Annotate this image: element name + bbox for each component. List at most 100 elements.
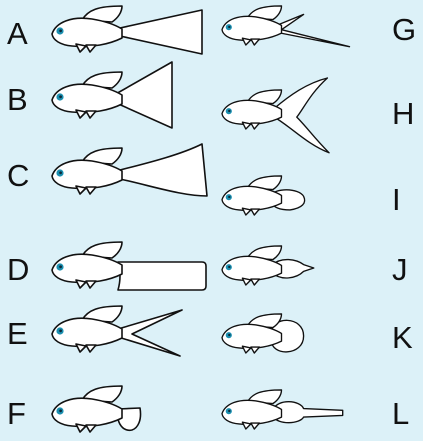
fish-label: H [392,96,414,131]
dorsal-fin [246,389,283,405]
guppy-spear [221,245,315,286]
dorsal-fin [81,241,123,259]
guppy-double-sword [51,305,183,357]
fish-body [221,255,283,281]
fish-label: C [7,158,29,193]
dorsal-fin [81,385,123,403]
guppy-round [221,313,305,354]
dorsal-fin [246,5,283,21]
fish-figure-l: L [221,389,409,431]
ventral-fin [75,109,87,119]
dorsal-fin [246,245,283,261]
pupil [59,329,62,333]
guppy-veil [51,241,207,291]
fish-body [221,323,283,349]
tail-fin-double-sword [117,309,183,357]
dorsal-fin [81,5,123,23]
anal-fin [250,278,261,286]
dorsal-fin [246,89,283,105]
guppy-top-sword [221,5,351,48]
fish-body [51,317,123,348]
fish-label: K [392,320,413,355]
fish-label: D [7,252,29,287]
anal-fin [85,186,97,195]
tail-fin-top-sword [275,13,351,48]
ventral-fin [241,207,252,216]
fish-figure-e: E [7,305,183,357]
fish-figure-g: G [221,5,416,48]
fish-label: A [7,16,28,51]
guppy-delta [51,5,203,55]
anal-fin [250,208,261,216]
fish-figure-d: D [7,241,207,291]
ventral-fin [241,121,252,130]
guppy-spade [221,175,306,216]
fish-body [221,399,283,425]
fish-figure-i: I [221,175,401,217]
tail-fin-veil [117,261,207,291]
fish-label: E [7,316,28,351]
anal-fin [85,44,97,53]
fish-figure-k: K [221,313,413,355]
pupil [228,25,231,29]
fish-body [221,99,283,125]
tail-fin-fan [119,143,208,197]
pupil [228,265,231,269]
ventral-fin [75,43,87,53]
fish-figure-c: C [7,143,208,197]
dorsal-fin [81,305,123,323]
anal-fin [85,424,97,433]
pupil [59,409,62,413]
fish-label: F [7,396,26,431]
fish-label: B [7,82,28,117]
dorsal-fin [246,313,283,329]
pupil [59,29,62,33]
fish-figure-a: A [7,5,203,55]
fish-figure-j: J [221,245,408,287]
pupil [228,333,231,337]
fish-label: G [392,12,416,47]
anal-fin [250,346,261,354]
ventral-fin [241,345,252,354]
anal-fin [250,38,261,46]
pupil [228,109,231,113]
fish-body [51,83,123,114]
ventral-fin [241,37,252,46]
pupil [59,265,62,269]
fish-figure-h: H [221,77,414,154]
tail-fin-delta [119,9,203,55]
ventral-fin [75,423,87,433]
anal-fin [85,280,97,289]
pupil [228,409,231,413]
anal-fin [85,344,97,353]
fish-body [221,185,283,211]
pupil [59,171,62,175]
pupil [228,195,231,199]
ventral-fin [75,279,87,289]
anal-fin [250,422,261,430]
pupil [59,95,62,99]
guppy-lyretail [221,77,330,154]
fish-body [51,159,123,190]
guppy-triangle [51,61,173,129]
dorsal-fin [81,71,123,89]
ventral-fin [75,343,87,353]
dorsal-fin [81,147,123,165]
fish-figure-f: F [7,385,142,433]
fish-label: L [392,396,409,431]
anal-fin [85,110,97,119]
guppy-fan [51,143,208,197]
anal-fin [250,122,261,130]
fish-body [51,253,123,284]
fish-body [221,15,283,41]
fish-label: I [392,182,401,217]
guppy-bottom-sword [51,385,142,433]
ventral-fin [75,185,87,195]
tail-fin-pin [272,401,344,424]
tail-fin-bottom-sword [117,407,142,432]
dorsal-fin [246,175,283,191]
fish-body [51,397,123,428]
ventral-fin [241,421,252,430]
fish-body [51,17,123,48]
